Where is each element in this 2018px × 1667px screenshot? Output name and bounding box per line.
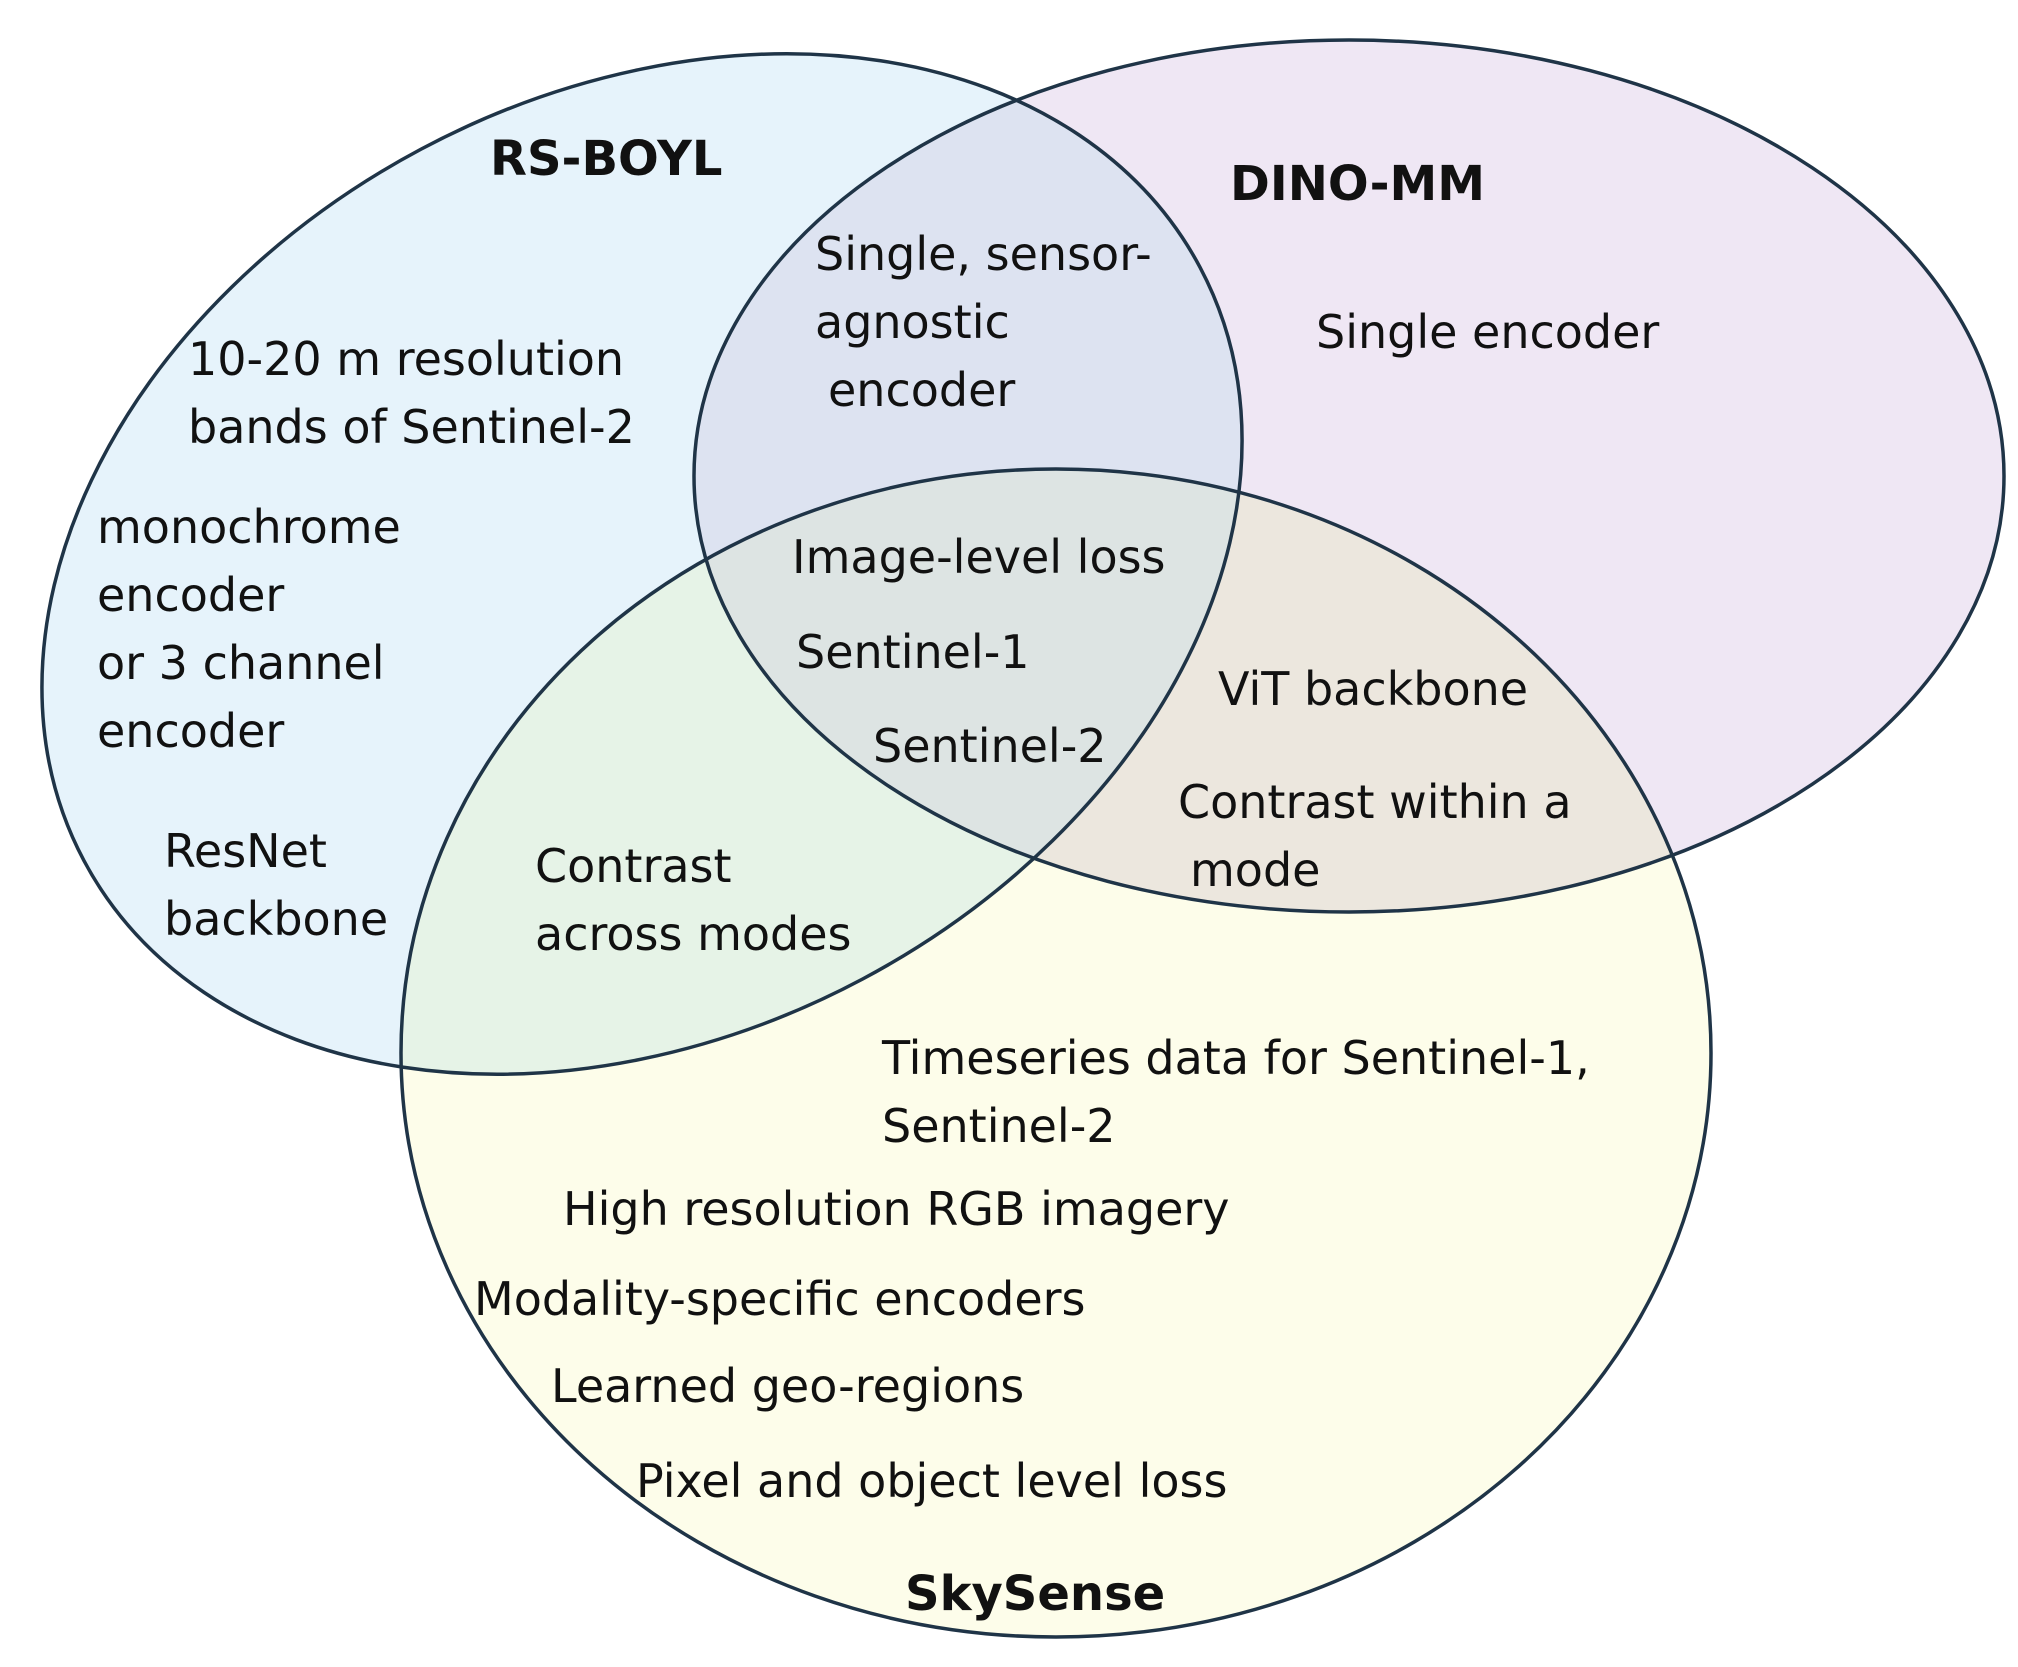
set-rsboyl-outline (40, 52, 1244, 1076)
dinomm-skysense-contrast-text: Contrast within a mode (1178, 775, 1586, 897)
dinomm-encoder-text: Single encoder (1316, 305, 1659, 359)
set-skysense-outline (399, 467, 1713, 1639)
skysense-encoders-text: Modality-specific encoders (474, 1272, 1086, 1326)
skysense-rgb-text: High resolution RGB imagery (563, 1182, 1230, 1236)
set-title-dinomm: DINO-MM (1230, 156, 1485, 212)
rsboyl-encoder-text: monochrome encoder or 3 channel encoder (97, 500, 415, 758)
set-title-rsboyl: RS-BOYL (490, 131, 722, 187)
dinomm-skysense-backbone-text: ViT backbone (1218, 662, 1528, 716)
skysense-timeseries-text: Timeseries data for Sentinel-1, Sentinel… (881, 1031, 1604, 1153)
skysense-georegions-text: Learned geo-regions (551, 1359, 1024, 1413)
set-title-skysense: SkySense (905, 1566, 1165, 1622)
rsboyl-skysense-contrast-text: Contrast across modes (535, 839, 852, 961)
set-dinomm-outline (692, 38, 2006, 914)
skysense-loss-text: Pixel and object level loss (636, 1454, 1227, 1508)
all-sentinel2-text: Sentinel-2 (873, 719, 1107, 773)
rsboyl-resolution-text: 10-20 m resolution bands of Sentinel-2 (188, 332, 639, 454)
all-sentinel1-text: Sentinel-1 (796, 625, 1030, 679)
rsboyl-dinomm-encoder-text: Single, sensor- agnostic encoder (815, 227, 1166, 417)
rsboyl-backbone-text: ResNet backbone (164, 824, 388, 946)
all-image-loss-text: Image-level loss (792, 530, 1166, 584)
